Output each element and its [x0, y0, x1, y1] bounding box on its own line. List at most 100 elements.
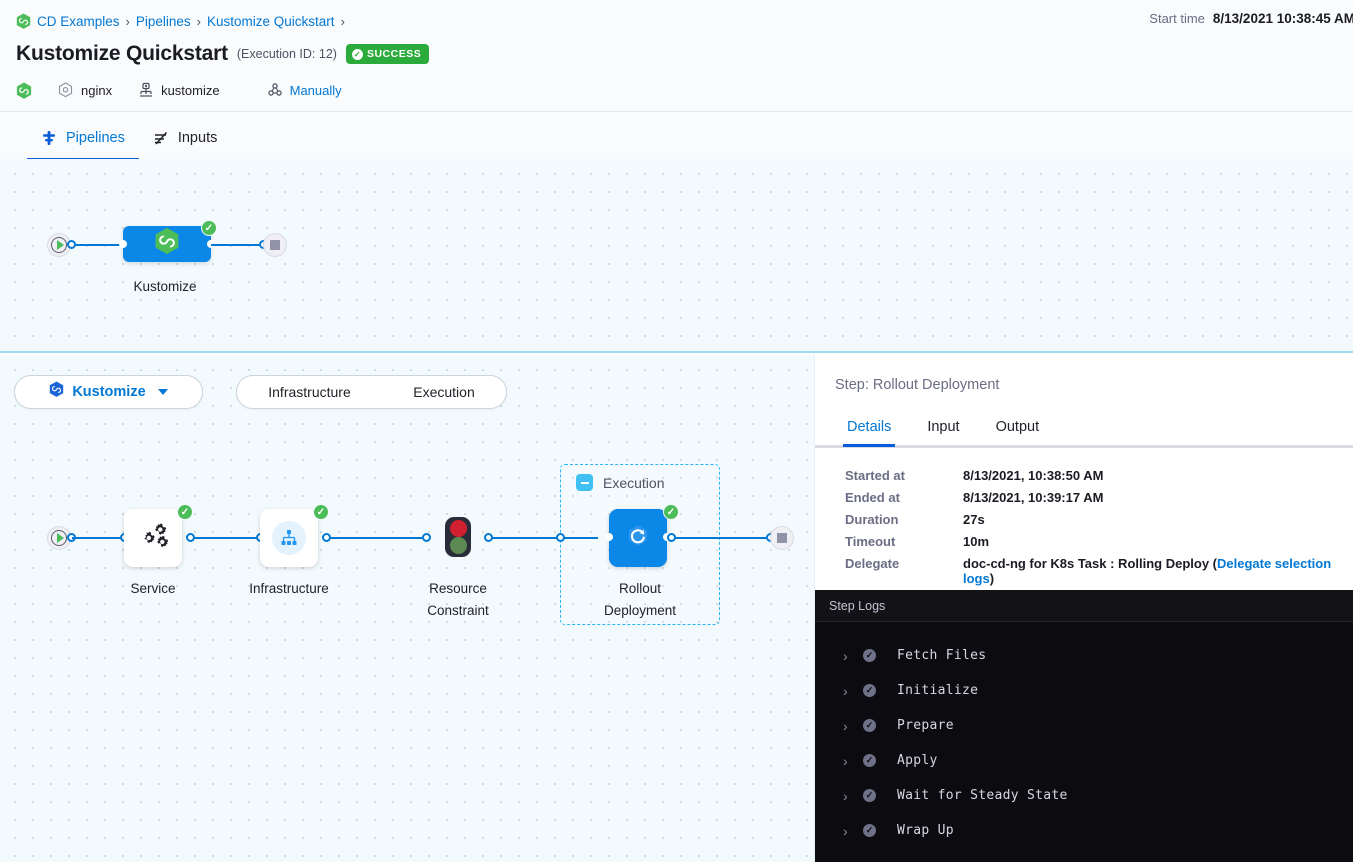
status-badge-label: SUCCESS	[366, 48, 422, 60]
field-key: Ended at	[845, 490, 900, 505]
tab-pipelines[interactable]: Pipelines	[27, 130, 139, 161]
execution-edge	[671, 537, 771, 539]
stage-selector-label: Kustomize	[72, 384, 146, 400]
pipeline-icon	[41, 130, 57, 146]
step-details-panel: Step: Rollout Deployment Details Input O…	[814, 355, 1353, 862]
page-header: CD Examples › Pipelines › Kustomize Quic…	[0, 0, 1353, 112]
log-row-label: Wrap Up	[897, 823, 954, 838]
tab-inputs-label: Inputs	[177, 130, 218, 146]
section-execution[interactable]: Execution	[413, 384, 475, 400]
traffic-light-icon	[449, 520, 467, 537]
play-icon	[51, 530, 67, 546]
harness-hex-icon	[49, 381, 64, 403]
log-row-fetch-files[interactable]: › ✓ Fetch Files	[815, 638, 1353, 673]
tab-inputs[interactable]: Inputs	[139, 130, 232, 159]
play-icon	[51, 237, 67, 253]
stage-selector-dropdown[interactable]: Kustomize	[14, 375, 203, 409]
edge-port	[484, 533, 493, 542]
edge-port	[67, 240, 76, 249]
breadcrumb: CD Examples › Pipelines › Kustomize Quic…	[16, 10, 1337, 32]
chevron-right-icon[interactable]: ›	[843, 647, 848, 664]
meta-service-label: nginx	[81, 82, 113, 98]
log-row-prepare[interactable]: › ✓ Prepare	[815, 708, 1353, 743]
log-row-wait-for-steady-state[interactable]: › ✓ Wait for Steady State	[815, 778, 1353, 813]
execution-id-label: (Execution ID: 12)	[236, 47, 337, 61]
traffic-light-green	[449, 537, 467, 554]
start-time-label: Start time	[1149, 11, 1205, 26]
edge-port	[322, 533, 331, 542]
tab-input[interactable]: Input	[911, 413, 975, 447]
chevron-right-icon[interactable]: ›	[843, 682, 848, 699]
execution-node-infrastructure[interactable]	[260, 509, 318, 567]
harness-hex-icon	[16, 13, 31, 30]
chevron-right-icon[interactable]: ›	[843, 752, 848, 769]
step-details-fields: Started at 8/13/2021, 10:38:50 AM Ended …	[845, 468, 1345, 593]
execution-end-node[interactable]	[770, 526, 794, 550]
harness-hex-icon	[16, 82, 32, 99]
step-logs-list: › ✓ Fetch Files › ✓ Initialize › ✓ Prepa…	[815, 622, 1353, 848]
log-status-success-icon: ✓	[863, 684, 876, 697]
log-row-label: Apply	[897, 753, 938, 768]
chevron-right-icon[interactable]: ›	[843, 717, 848, 734]
field-value: 27s	[963, 512, 985, 527]
tab-underline	[815, 445, 1353, 448]
chevron-right-icon[interactable]: ›	[843, 787, 848, 804]
field-value: 8/13/2021, 10:38:50 AM	[963, 468, 1104, 483]
start-time-value: 8/13/2021 10:38:45 AM	[1212, 11, 1353, 26]
minus-icon[interactable]	[576, 474, 593, 491]
field-started-at: Started at 8/13/2021, 10:38:50 AM	[845, 468, 1345, 483]
meta-deployment-label: kustomize	[161, 82, 220, 98]
execution-node-rollout-deployment[interactable]	[609, 509, 667, 567]
trigger-icon	[267, 82, 283, 98]
service-status-success-icon: ✓	[177, 504, 193, 520]
field-ended-at: Ended at 8/13/2021, 10:39:17 AM	[845, 490, 1345, 505]
breadcrumb-item-kustomize-quickstart[interactable]: Kustomize Quickstart	[207, 13, 335, 29]
field-value: doc-cd-ng for K8s Task : Rolling Deploy …	[963, 556, 1345, 586]
field-timeout: Timeout 10m	[845, 534, 1345, 549]
pipeline-graph-canvas[interactable]: ✓ Kustomize	[0, 159, 1353, 353]
pipeline-stage-kustomize[interactable]	[123, 226, 211, 262]
log-row-wrap-up[interactable]: › ✓ Wrap Up	[815, 813, 1353, 848]
pipeline-end-node[interactable]	[263, 233, 287, 257]
field-value: 8/13/2021, 10:39:17 AM	[963, 490, 1104, 505]
main-tabs: Pipelines Inputs	[0, 112, 1353, 161]
kubernetes-icon	[138, 82, 154, 98]
meta-deployment-type: kustomize	[138, 82, 220, 98]
stop-icon	[777, 533, 787, 543]
log-row-initialize[interactable]: › ✓ Initialize	[815, 673, 1353, 708]
delegate-value-prefix: doc-cd-ng for K8s Task : Rolling Deploy …	[963, 556, 1217, 571]
log-status-success-icon: ✓	[863, 719, 876, 732]
pipeline-edge	[71, 244, 125, 246]
execution-edge	[488, 537, 598, 539]
field-delegate: Delegate doc-cd-ng for K8s Task : Rollin…	[845, 556, 1345, 586]
execution-edge	[72, 537, 124, 539]
section-infrastructure[interactable]: Infrastructure	[268, 384, 351, 400]
breadcrumb-item-cd-examples[interactable]: CD Examples	[37, 13, 120, 29]
meta-trigger-label[interactable]: Manually	[289, 82, 342, 98]
log-row-label: Fetch Files	[897, 648, 987, 663]
breadcrumb-item-pipelines[interactable]: Pipelines	[135, 13, 191, 29]
meta-trigger[interactable]: Manually	[267, 82, 342, 98]
service-gears-icon	[137, 522, 169, 555]
execution-node-resource-constraint-label: Resource Constraint	[427, 581, 489, 618]
log-row-apply[interactable]: › ✓ Apply	[815, 743, 1353, 778]
stage-section-toggle[interactable]: Infrastructure Execution	[236, 375, 507, 409]
breadcrumb-chevron-icon: ›	[340, 13, 345, 29]
step-details-title: Step: Rollout Deployment	[835, 377, 1000, 393]
chevron-down-icon[interactable]	[157, 389, 168, 395]
title-row: Kustomize Quickstart (Execution ID: 12) …	[16, 39, 1337, 69]
execution-node-service[interactable]	[124, 509, 182, 567]
breadcrumb-chevron-icon: ›	[196, 13, 202, 29]
tab-details[interactable]: Details	[831, 413, 907, 447]
status-badge: ✓ SUCCESS	[345, 44, 430, 64]
execution-group-header[interactable]: Execution	[576, 474, 664, 491]
chevron-right-icon[interactable]: ›	[843, 822, 848, 839]
log-status-success-icon: ✓	[863, 789, 876, 802]
execution-graph-canvas[interactable]: Execution	[0, 355, 814, 862]
pipeline-stage-label: Kustomize	[133, 279, 197, 294]
tab-output-label: Output	[995, 419, 1040, 435]
tab-output[interactable]: Output	[980, 413, 1056, 447]
log-status-success-icon: ✓	[863, 824, 876, 837]
execution-node-resource-constraint[interactable]	[445, 517, 471, 557]
delegate-selection-logs-link[interactable]: Delegate selection logs	[963, 556, 1332, 586]
